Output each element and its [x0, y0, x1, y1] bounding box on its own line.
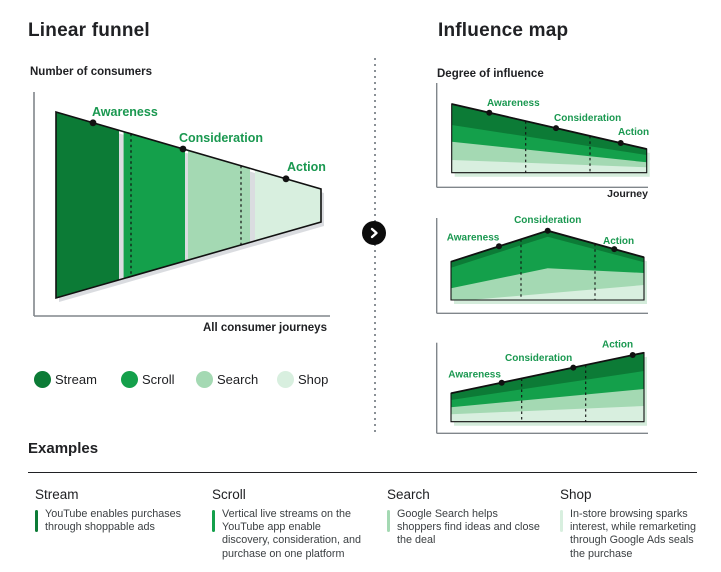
legend-label-stream: Stream [55, 371, 97, 387]
legend-item-shop: Shop [277, 370, 328, 388]
examples-title: Examples [28, 440, 99, 457]
forward-arrow-button[interactable] [362, 221, 386, 245]
chart3-action-marker [629, 352, 636, 358]
legend-item-stream: Stream [34, 370, 97, 388]
influence-map-title: Influence map [438, 20, 569, 41]
chart2-consideration-marker [544, 227, 551, 234]
funnel-segment-shop [255, 169, 321, 241]
chart3-layer-stream [451, 352, 644, 400]
funnel-consideration-marker [179, 145, 187, 153]
chart3-stage-label-consideration: Consideration [505, 353, 572, 364]
shop-accent-bar [560, 510, 563, 532]
chart2-stage-label-awareness: Awareness [447, 233, 500, 244]
chart1-trend-line [451, 103, 647, 150]
influence-chart-declining: Awareness Consideration Action Journey [435, 83, 650, 200]
funnel-awareness-marker [89, 119, 97, 127]
example-description-shop: In-store browsing sparks interest, while… [570, 508, 697, 560]
example-description-stream: YouTube enables purchases through shoppa… [45, 508, 182, 534]
chart2-awareness-marker [496, 243, 502, 250]
stream-color-dot-icon [34, 370, 51, 388]
search-accent-bar [387, 510, 390, 532]
chart1-stage-label-action: Action [618, 127, 649, 138]
funnel-segment-search [188, 150, 250, 261]
linear-funnel-title: Linear funnel [28, 20, 150, 41]
legend-label-search: Search [217, 371, 259, 387]
chart3-awareness-marker [498, 379, 505, 386]
section-divider [374, 58, 376, 432]
funnel-outline [55, 110, 322, 300]
funnel-action-marker [282, 175, 290, 183]
example-heading-stream: Stream [35, 487, 79, 502]
chart1-consideration-marker [553, 125, 559, 132]
funnel-segment-stream [56, 112, 119, 298]
legend-item-scroll: Scroll [121, 370, 175, 388]
legend-label-scroll: Scroll [142, 371, 175, 387]
chart3-stage-label-awareness: Awareness [448, 370, 501, 381]
chart3-stage-label-action: Action [602, 340, 633, 351]
legend-label-shop: Shop [298, 371, 329, 387]
influence-chart-rising: Awareness Consideration Action [435, 340, 648, 435]
chevron-right-icon [370, 227, 378, 239]
examples-divider-rule [28, 472, 697, 473]
funnel-stage-label-consideration: Consideration [179, 131, 263, 145]
chart1-action-marker [617, 140, 624, 146]
example-heading-search: Search [387, 487, 430, 502]
funnel-stage-label-action: Action [287, 160, 326, 174]
example-description-search: Google Search helps shoppers find ideas … [397, 508, 540, 547]
chart3-trend-line [450, 351, 645, 395]
chart1-awareness-marker [486, 109, 493, 116]
chart1-stage-label-consideration: Consideration [554, 113, 621, 124]
stream-accent-bar [35, 510, 38, 532]
influence-y-axis-label: Degree of influence [437, 68, 544, 80]
example-description-scroll: Vertical live streams on the YouTube app… [222, 508, 362, 560]
shop-color-dot-icon [277, 370, 294, 388]
chart2-stage-label-consideration: Consideration [514, 215, 581, 226]
funnel-y-axis-label: Number of consumers [30, 66, 153, 78]
chart2-layer-shop [470, 285, 644, 300]
funnel-segment-scroll [123, 131, 185, 279]
example-column-stream: Stream YouTube enables purchases through… [35, 487, 185, 534]
example-column-scroll: Scroll Vertical live streams on the YouT… [212, 487, 367, 561]
example-heading-scroll: Scroll [212, 487, 246, 502]
example-heading-shop: Shop [560, 487, 592, 502]
funnel-stage-label-awareness: Awareness [92, 105, 158, 119]
influence-chart-peak: Awareness Consideration Action [435, 215, 648, 315]
chart1-stage-label-awareness: Awareness [487, 98, 540, 109]
example-column-search: Search Google Search helps shoppers find… [387, 487, 545, 548]
chart1-layer-stream [451, 104, 647, 155]
scroll-accent-bar [212, 510, 215, 532]
influence-x-axis-label: Journey [607, 188, 648, 200]
chart2-stage-label-action: Action [603, 236, 634, 247]
chart2-layer-stream [451, 230, 644, 268]
scroll-color-dot-icon [121, 370, 138, 388]
search-color-dot-icon [196, 370, 213, 388]
legend-item-search: Search [196, 370, 258, 388]
linear-funnel-chart: Awareness Consideration Action [33, 92, 330, 317]
funnel-x-axis-label: All consumer journeys [203, 322, 327, 334]
chart3-consideration-marker [570, 364, 577, 371]
chart2-action-marker [611, 246, 618, 253]
example-column-shop: Shop In-store browsing sparks interest, … [560, 487, 705, 561]
